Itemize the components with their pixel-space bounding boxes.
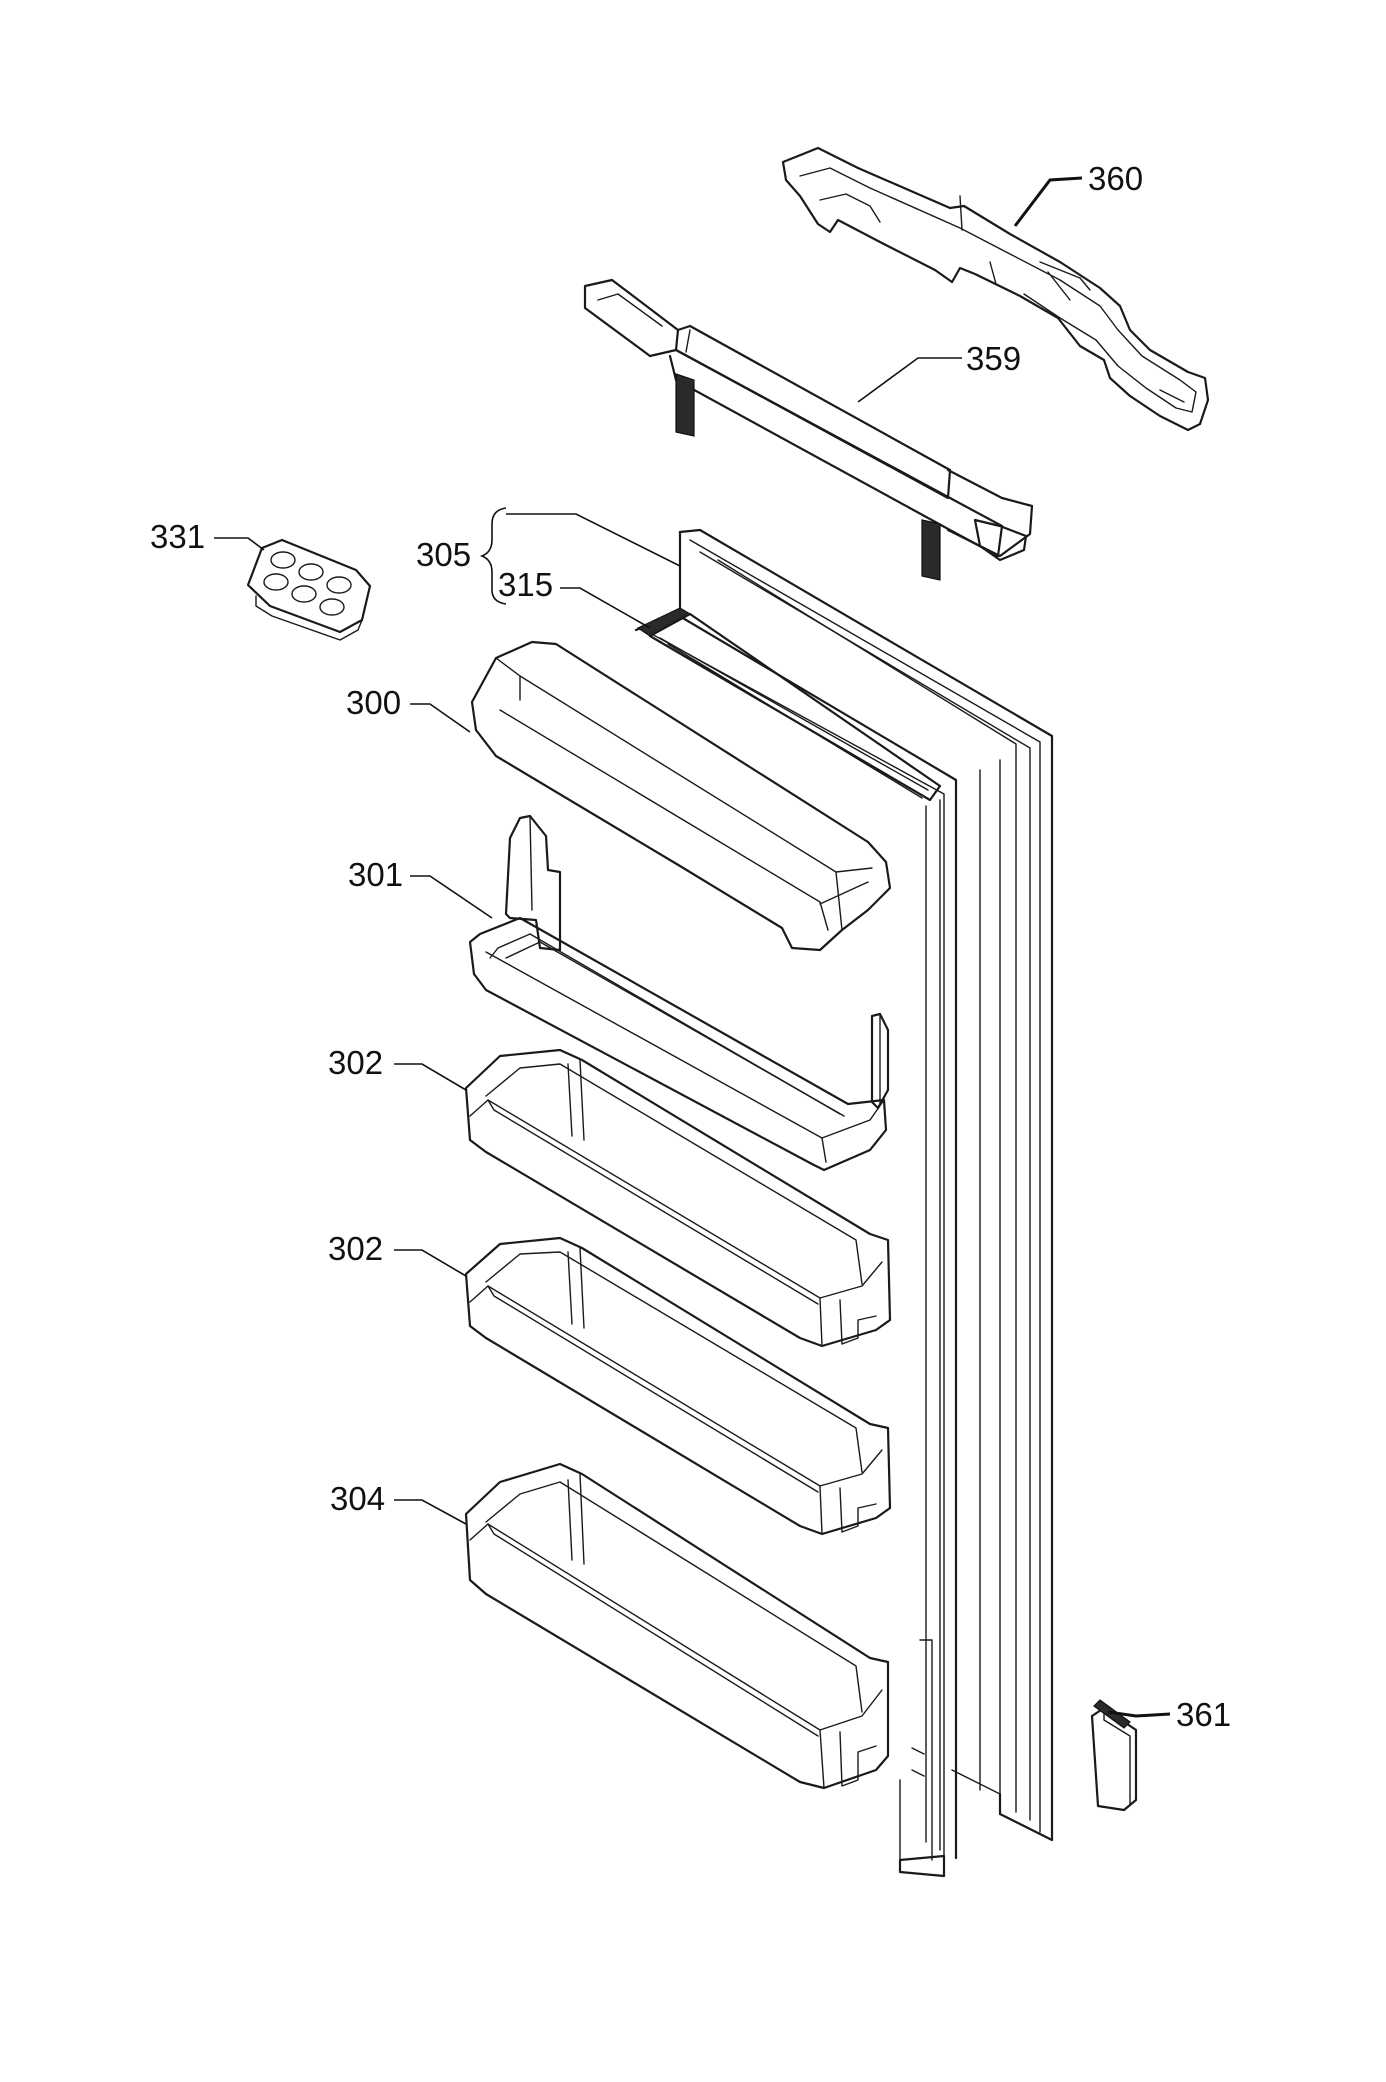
- callout-304: 304: [330, 1480, 385, 1517]
- callout-302-lower: 302: [328, 1230, 383, 1267]
- part-304-large-door-bin: [464, 1462, 890, 1790]
- leader-360: [1013, 176, 1083, 227]
- leader-315: [560, 587, 651, 629]
- callout-305: 305: [416, 536, 471, 573]
- callout-315: 315: [498, 566, 553, 603]
- leader-302-lower: [394, 1249, 467, 1277]
- callout-300: 300: [346, 684, 401, 721]
- leader-300: [410, 703, 471, 733]
- leader-302-upper: [394, 1063, 467, 1091]
- callout-361: 361: [1176, 1696, 1231, 1733]
- callout-331: 331: [150, 518, 205, 555]
- callout-360: 360: [1088, 160, 1143, 197]
- leader-331: [214, 537, 265, 551]
- part-315-door-gasket: [636, 607, 942, 802]
- part-302-door-bin-upper: [464, 1048, 892, 1348]
- part-301-door-shelf: [468, 814, 890, 1172]
- callout-359: 359: [966, 340, 1021, 377]
- leader-305: [506, 513, 681, 567]
- leader-361: [1107, 1710, 1171, 1718]
- callout-302-upper: 302: [328, 1044, 383, 1081]
- part-300-dairy-compartment: [470, 640, 892, 952]
- part-331-egg-tray: [246, 538, 372, 641]
- leader-304: [394, 1499, 467, 1525]
- part-360-hinge-bracket: [781, 146, 1210, 432]
- leader-359: [857, 357, 962, 403]
- leader-301: [410, 875, 493, 919]
- callout-301: 301: [348, 856, 403, 893]
- brace-305-315: [479, 507, 507, 605]
- part-359-door-handle: [583, 278, 1034, 581]
- part-302-door-bin-lower: [464, 1236, 892, 1536]
- part-305-door-panel: [634, 528, 1054, 1878]
